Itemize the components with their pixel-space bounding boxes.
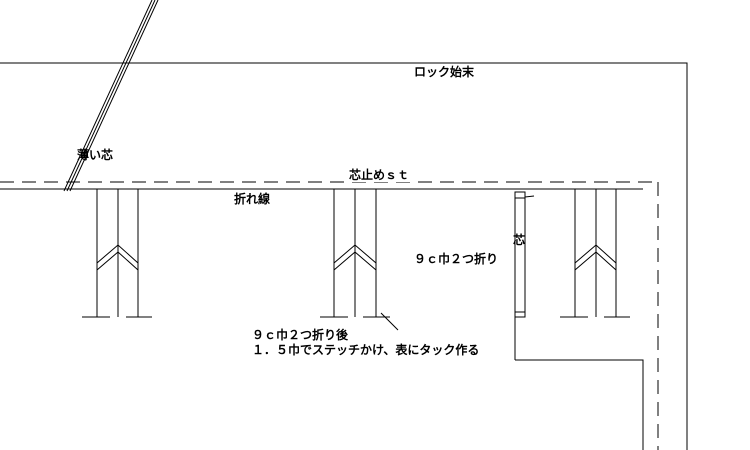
fold-9cm-label: ９ｃ巾２つ折り	[414, 252, 499, 266]
pattern-outline	[0, 62, 688, 450]
inner-corner-line	[515, 359, 644, 450]
core-stop-stitch-label: 芯止めｓｔ	[347, 168, 412, 182]
thin-core-label: 薄い芯	[77, 148, 114, 162]
after-fold-note-line-2: １．５巾でステッチかけ、表にタック作る	[252, 343, 480, 357]
lock-finish-label: ロック始末	[414, 65, 475, 79]
tuck-group-2	[320, 189, 390, 318]
after-fold-note-line-1: ９ｃ巾２つ折り後	[252, 328, 349, 342]
tuck-group-1	[82, 189, 152, 318]
fold-line-label: 折れ線	[234, 192, 271, 206]
thin-core-strip	[63, 0, 159, 192]
core-label: 芯	[513, 233, 526, 247]
after-fold-note: ９ｃ巾２つ折り後 １．５巾でステッチかけ、表にタック作る	[252, 328, 479, 358]
tuck-group-3	[560, 189, 630, 318]
core-strip	[514, 191, 535, 360]
note-leader-line	[380, 312, 399, 331]
